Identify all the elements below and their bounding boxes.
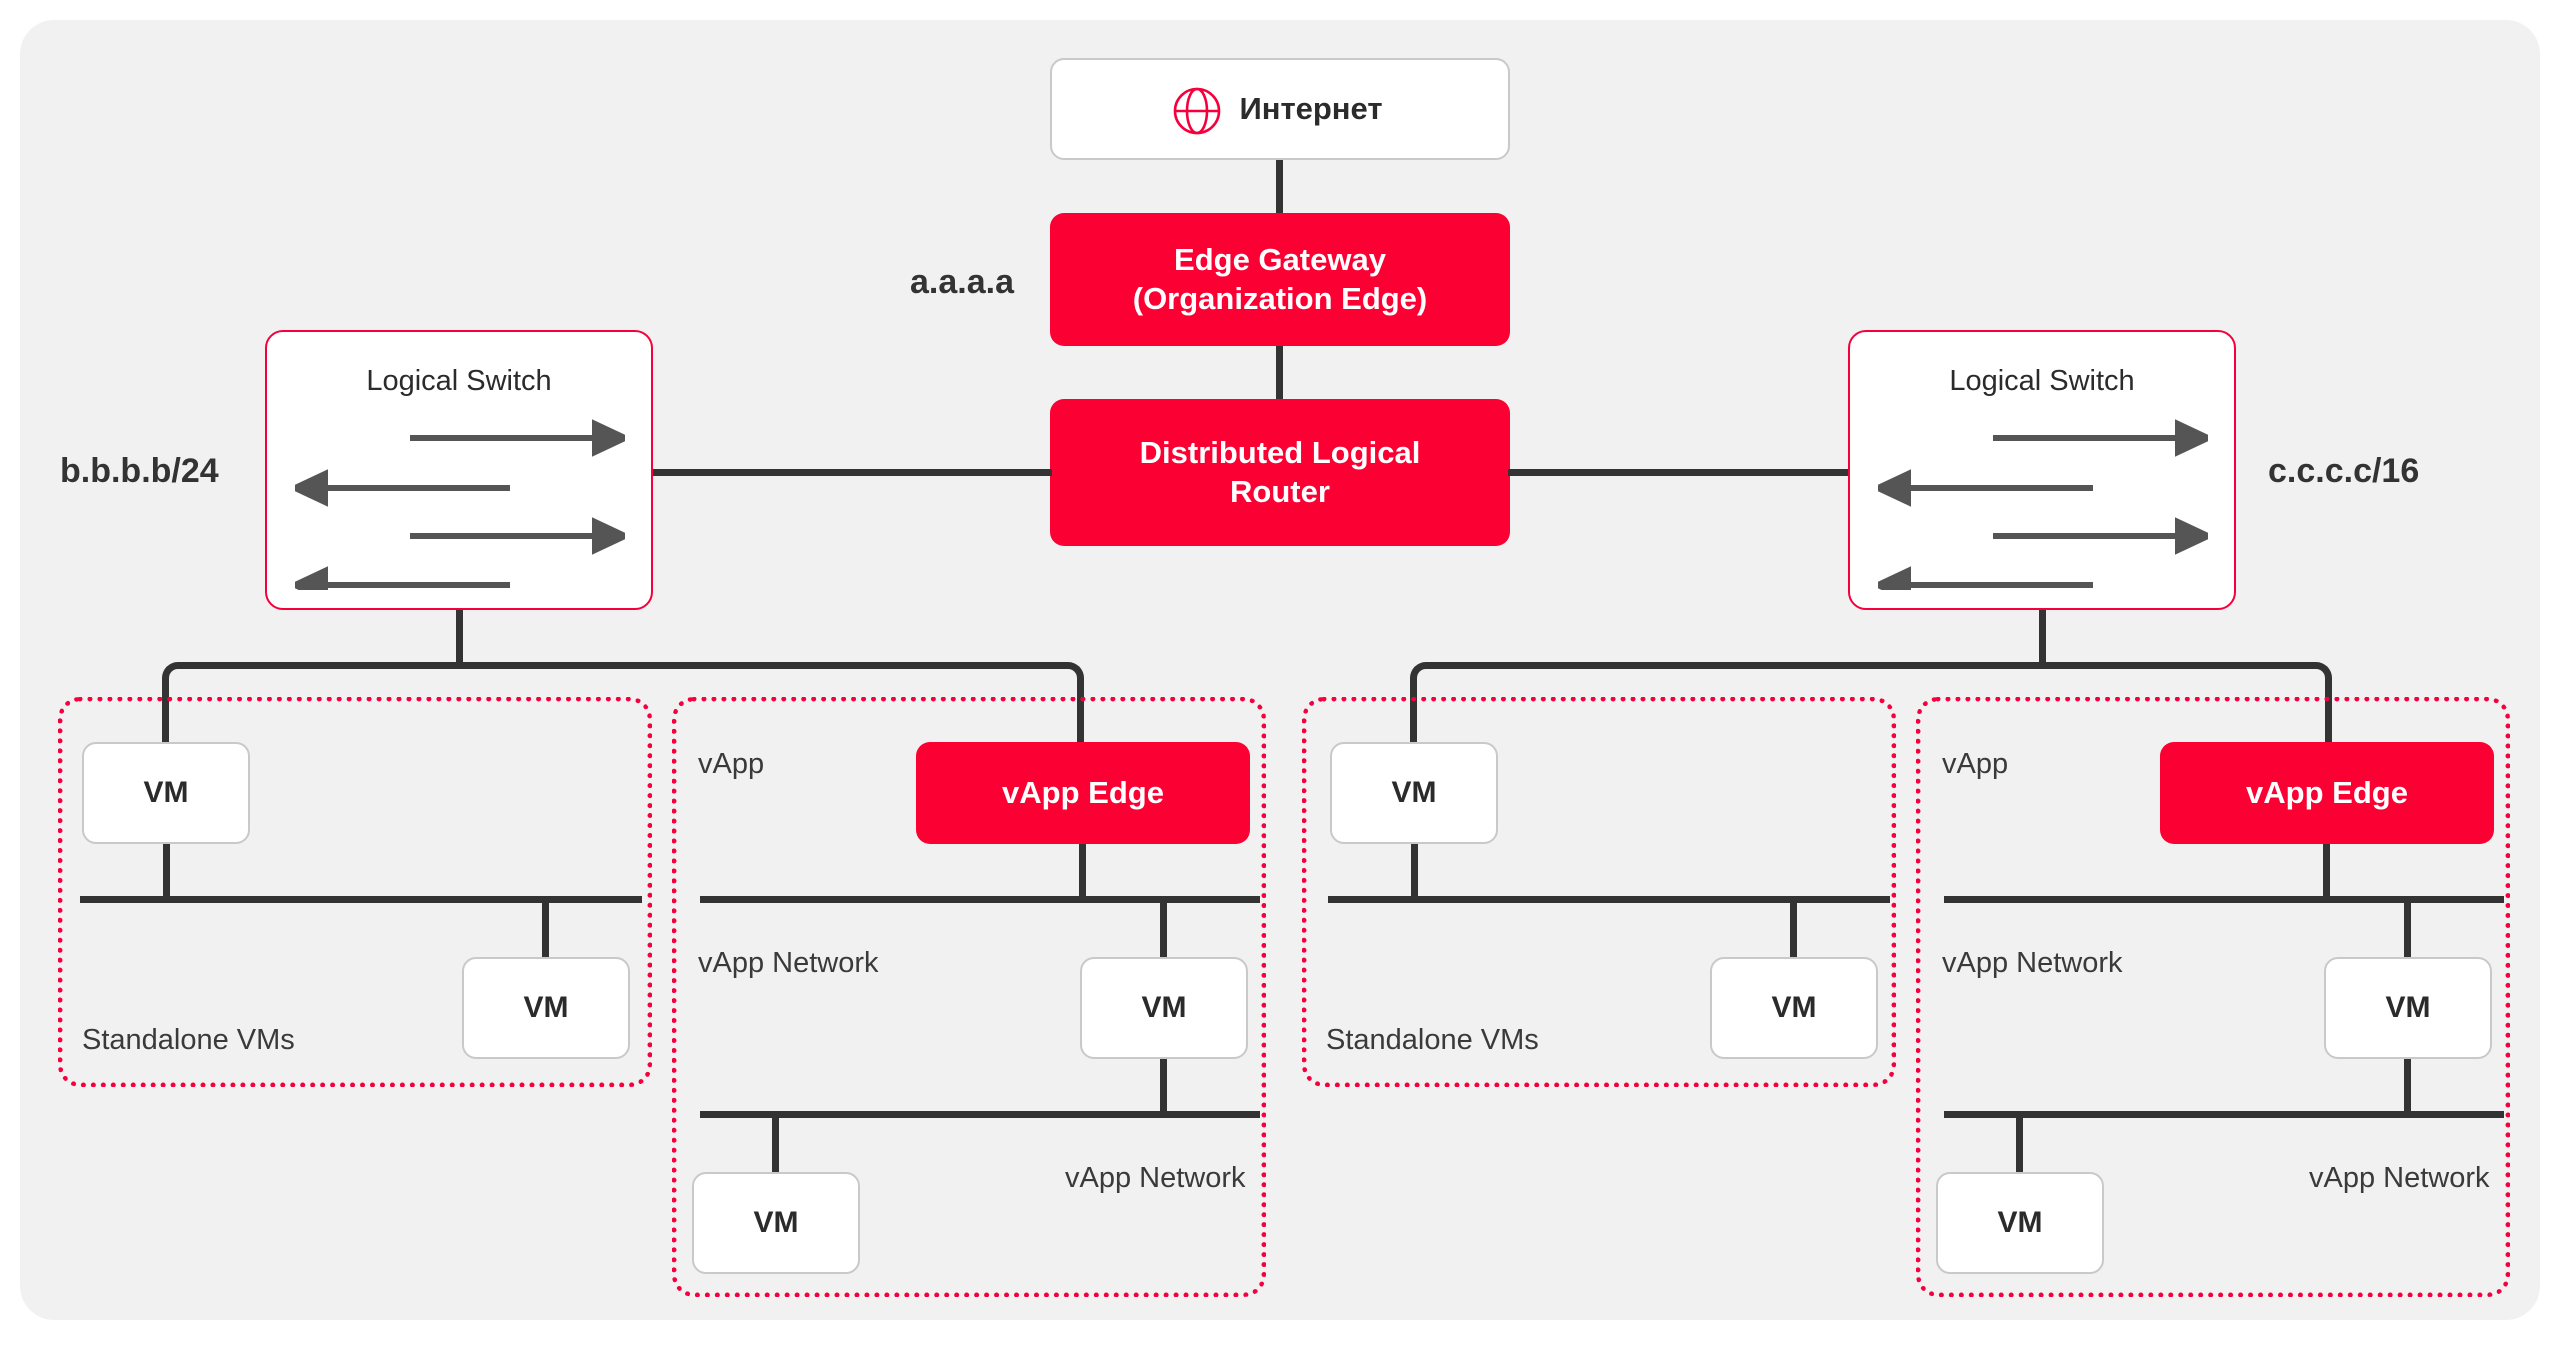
right-standalone-vm-2[interactable]: VM [1710,957,1878,1059]
link-edge-to-dlr [1276,346,1283,399]
right-vapp-network-label-upper: vApp Network [1942,947,2123,979]
internet-label: Интернет [1239,91,1383,126]
right-branch-bracket [1410,662,2332,772]
right-vapp-vm-1[interactable]: VM [2324,957,2492,1059]
left-standalone-vm-2[interactable]: VM [462,957,630,1059]
right-network-address-label: c.c.c.c/16 [2268,452,2420,490]
left-network-address-label: b.b.b.b/24 [60,452,219,490]
right-vapp-network-label-lower: vApp Network [2309,1162,2490,1194]
left-vapp-vm1-uplink [1160,900,1167,958]
right-switch-arrows [1870,415,2216,604]
right-standalone-vm1-downlink [1411,844,1418,902]
left-vapp-vm1-downlink [1160,1059,1167,1117]
left-vapp-vm-2[interactable]: VM [692,1172,860,1274]
right-vapp-group [1916,697,2510,1297]
left-standalone-vm1-downlink [163,844,170,902]
vm-label: VM [523,991,569,1024]
right-vapp-vm-2[interactable]: VM [1936,1172,2104,1274]
left-vapp-edge-label: vApp Edge [1002,774,1164,810]
link-dlr-to-left-switch [650,469,1052,476]
right-vapp-edge-label: vApp Edge [2246,774,2408,810]
left-standalone-bus [80,896,642,903]
left-standalone-vm-1[interactable]: VM [82,742,250,844]
distributed-logical-router-node[interactable]: Distributed Logical Router [1050,399,1510,546]
left-standalone-group-label: Standalone VMs [82,1024,295,1056]
globe-icon [1172,86,1222,136]
link-dlr-to-right-switch [1508,469,1848,476]
edge-gateway-node[interactable]: Edge Gateway (Organization Edge) [1050,213,1510,346]
right-standalone-group-label: Standalone VMs [1326,1024,1539,1056]
left-standalone-group [58,697,652,1087]
left-vapp-edge-node[interactable]: vApp Edge [916,742,1250,844]
dlr-label-line2: Router [1230,473,1330,509]
left-vapp-group [672,697,1266,1297]
vm-label: VM [1771,991,1817,1024]
vm-label: VM [1391,776,1437,809]
right-logical-switch-node[interactable]: Logical Switch [1848,330,2236,610]
left-switch-downlink [456,610,463,666]
left-switch-arrows [287,415,633,604]
right-vapp-vm1-uplink [2404,900,2411,958]
left-vapp-upper-bus [700,896,1260,903]
vm-label: VM [143,776,189,809]
left-vapp-edge-downlink [1079,844,1086,902]
left-vapp-lower-bus [700,1111,1260,1118]
right-vapp-lower-bus [1944,1111,2504,1118]
right-standalone-vm2-uplink [1790,900,1797,958]
vm-label: VM [1141,991,1187,1024]
right-vapp-edge-downlink [2323,844,2330,902]
uplink-address-label: a.a.a.a [910,263,1014,301]
left-logical-switch-node[interactable]: Logical Switch [265,330,653,610]
right-vapp-edge-node[interactable]: vApp Edge [2160,742,2494,844]
left-logical-switch-label: Logical Switch [366,365,552,397]
left-vapp-network-label-lower: vApp Network [1065,1162,1246,1194]
right-vapp-vm2-uplink [2016,1115,2023,1173]
left-vapp-network-label-upper: vApp Network [698,947,879,979]
right-vapp-upper-bus [1944,896,2504,903]
right-standalone-vm-1[interactable]: VM [1330,742,1498,844]
right-vapp-group-label: vApp [1942,748,2009,780]
left-standalone-vm2-uplink [542,900,549,958]
right-switch-downlink [2039,610,2046,666]
edge-gateway-label-line2: (Organization Edge) [1132,280,1428,316]
right-logical-switch-label: Logical Switch [1949,365,2135,397]
dlr-label-line1: Distributed Logical [1139,434,1421,470]
link-internet-to-edge [1276,160,1283,213]
vm-label: VM [1997,1206,2043,1239]
right-standalone-bus [1328,896,1890,903]
edge-gateway-label-line1: Edge Gateway [1174,241,1386,277]
vm-label: VM [2385,991,2431,1024]
right-standalone-group [1302,697,1896,1087]
internet-node[interactable]: Интернет [1050,58,1510,160]
left-vapp-group-label: vApp [698,748,765,780]
vm-label: VM [753,1206,799,1239]
right-vapp-vm1-downlink [2404,1059,2411,1117]
left-vapp-vm2-uplink [772,1115,779,1173]
left-branch-bracket [162,662,1084,772]
left-vapp-vm-1[interactable]: VM [1080,957,1248,1059]
